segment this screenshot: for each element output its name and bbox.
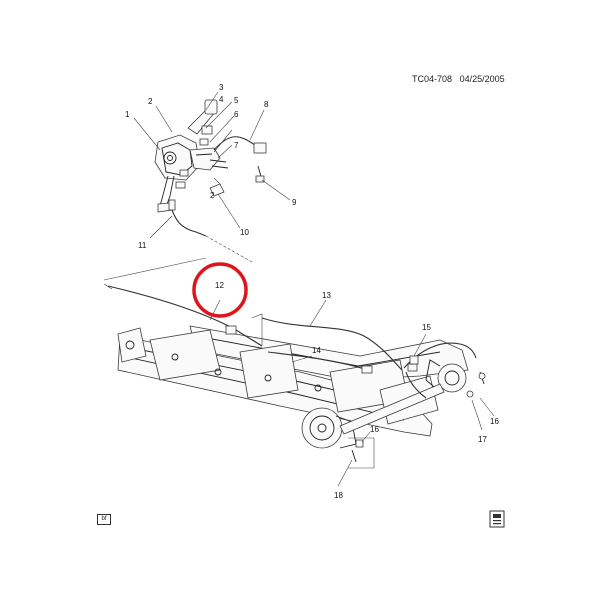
front-cable-11 [171,209,207,237]
callout-2-upper: 2 [148,97,153,106]
callout-4: 4 [219,95,224,104]
callout-8: 8 [264,100,269,109]
callout-14: 14 [312,346,321,355]
fastener-16-lower [355,439,364,448]
document-icon [489,510,505,528]
fastener-16-right [466,390,474,398]
callout-16-lower: 16 [370,425,379,434]
callout-9: 9 [292,198,297,207]
fastener-15 [409,355,419,365]
leader-lines [133,91,495,487]
vehicle-frame [117,325,469,449]
callout-7: 7 [234,141,239,150]
rear-cable-13 [261,317,403,371]
callout-11: 11 [138,241,147,250]
callout-2-lower: 2 [210,191,215,200]
callout-1: 1 [125,110,130,119]
pedal-assembly [154,99,267,213]
callout-5: 5 [234,96,239,105]
reference-date: 04/25/2005 [459,74,505,84]
callout-17: 17 [478,435,487,444]
callout-3: 3 [219,83,224,92]
callout-13: 13 [322,291,331,300]
rear-cable-14 [267,351,369,371]
highlight-ring [192,262,248,318]
callout-18: 18 [334,491,343,500]
view-badge-label: bf [101,516,107,522]
connector-line-11 [103,257,207,281]
callout-labels: 1 2 3 4 5 6 7 8 2 9 10 11 12 13 14 15 16… [125,83,499,500]
view-badge: bf [97,514,111,525]
callout-10: 10 [240,228,249,237]
reference-code: TC04-708 [412,74,453,84]
callout-15: 15 [422,323,431,332]
callout-6: 6 [234,110,239,119]
header-reference: TC04-708 04/25/2005 [412,74,505,84]
callout-16-right: 16 [490,417,499,426]
callout-12: 12 [215,281,224,290]
